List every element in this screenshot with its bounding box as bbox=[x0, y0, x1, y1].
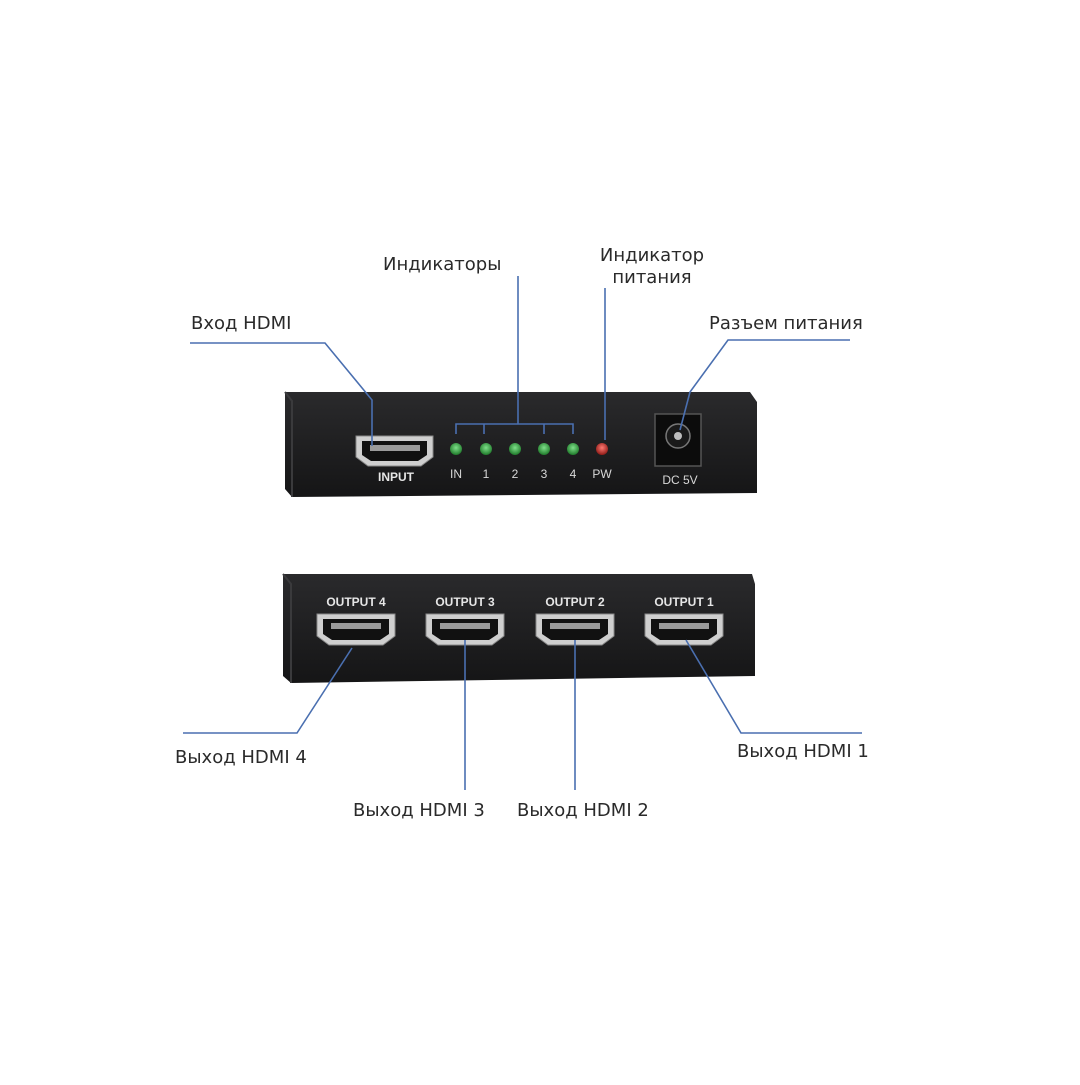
led-light bbox=[567, 443, 579, 455]
leader-out-1 bbox=[685, 639, 862, 734]
callout-power-indicator-line2: питания bbox=[612, 267, 692, 288]
output-port-group: OUTPUT 4 OUTPUT 3 OUTPUT 2 OUTPUT 1 bbox=[316, 595, 724, 646]
led-indicator-pw: PW bbox=[592, 443, 612, 481]
port-opening bbox=[323, 619, 389, 640]
back-panel-body bbox=[283, 574, 755, 683]
led-light bbox=[450, 443, 462, 455]
dc-jack-label: DC 5V bbox=[662, 473, 697, 487]
port-opening bbox=[432, 619, 498, 640]
led-light bbox=[509, 443, 521, 455]
front-panel: INPUT IN 1 2 3 4 PW DC 5V bbox=[284, 391, 757, 497]
hdmi-output-port-2: OUTPUT 2 bbox=[535, 595, 615, 646]
port-contacts bbox=[659, 623, 709, 629]
leader-out-4 bbox=[183, 647, 353, 734]
dc-power-jack: DC 5V bbox=[654, 413, 702, 487]
callout-power-jack: Разъем питания bbox=[709, 313, 863, 334]
leader-indicators-bracket bbox=[455, 423, 574, 434]
hdmi-input-port: INPUT bbox=[355, 435, 434, 484]
hdmi-output-port-1: OUTPUT 1 bbox=[644, 595, 724, 646]
led-light bbox=[538, 443, 550, 455]
callout-power-indicator: Индикатор питания bbox=[590, 245, 714, 289]
input-port-label: INPUT bbox=[378, 470, 415, 484]
leader-lines bbox=[183, 276, 862, 790]
led-indicator-4: 4 bbox=[567, 443, 579, 481]
callout-hdmi-out-4: Выход HDMI 4 bbox=[175, 747, 307, 768]
hdmi-output-port-3: OUTPUT 3 bbox=[425, 595, 505, 646]
led-indicator-in: IN bbox=[450, 443, 462, 481]
callout-hdmi-out-3: Выход HDMI 3 bbox=[353, 800, 485, 821]
led-label: 3 bbox=[541, 467, 548, 481]
port-opening bbox=[542, 619, 608, 640]
output-port-label: OUTPUT 1 bbox=[654, 595, 714, 609]
led-indicator-2: 2 bbox=[509, 443, 521, 481]
hdmi-output-port-4: OUTPUT 4 bbox=[316, 595, 396, 646]
callout-indicators: Индикаторы bbox=[383, 254, 502, 275]
back-panel-edge bbox=[282, 573, 292, 683]
port-contacts bbox=[331, 623, 381, 629]
led-light bbox=[596, 443, 608, 455]
led-indicator-3: 3 bbox=[538, 443, 550, 481]
led-light bbox=[480, 443, 492, 455]
callout-hdmi-input: Вход HDMI bbox=[191, 313, 292, 334]
led-label: 4 bbox=[570, 467, 577, 481]
port-opening bbox=[651, 619, 717, 640]
leader-hdmi-input bbox=[190, 342, 373, 446]
output-port-label: OUTPUT 4 bbox=[326, 595, 386, 609]
led-label: IN bbox=[450, 467, 462, 481]
callout-hdmi-out-1: Выход HDMI 1 bbox=[737, 741, 869, 762]
port-contacts bbox=[440, 623, 490, 629]
output-port-label: OUTPUT 2 bbox=[545, 595, 605, 609]
front-panel-body bbox=[285, 392, 757, 497]
output-port-label: OUTPUT 3 bbox=[435, 595, 495, 609]
port-contacts bbox=[550, 623, 600, 629]
callout-hdmi-out-2: Выход HDMI 2 bbox=[517, 800, 649, 821]
led-group: IN 1 2 3 4 PW bbox=[450, 443, 612, 481]
callout-power-indicator-line1: Индикатор bbox=[599, 245, 705, 266]
led-label: 1 bbox=[483, 467, 490, 481]
led-label: PW bbox=[592, 467, 612, 481]
front-panel-edge bbox=[284, 391, 293, 497]
led-indicator-1: 1 bbox=[480, 443, 492, 481]
led-label: 2 bbox=[512, 467, 519, 481]
leader-power-jack bbox=[679, 339, 850, 431]
back-panel: OUTPUT 4 OUTPUT 3 OUTPUT 2 OUTPUT 1 bbox=[282, 573, 755, 683]
